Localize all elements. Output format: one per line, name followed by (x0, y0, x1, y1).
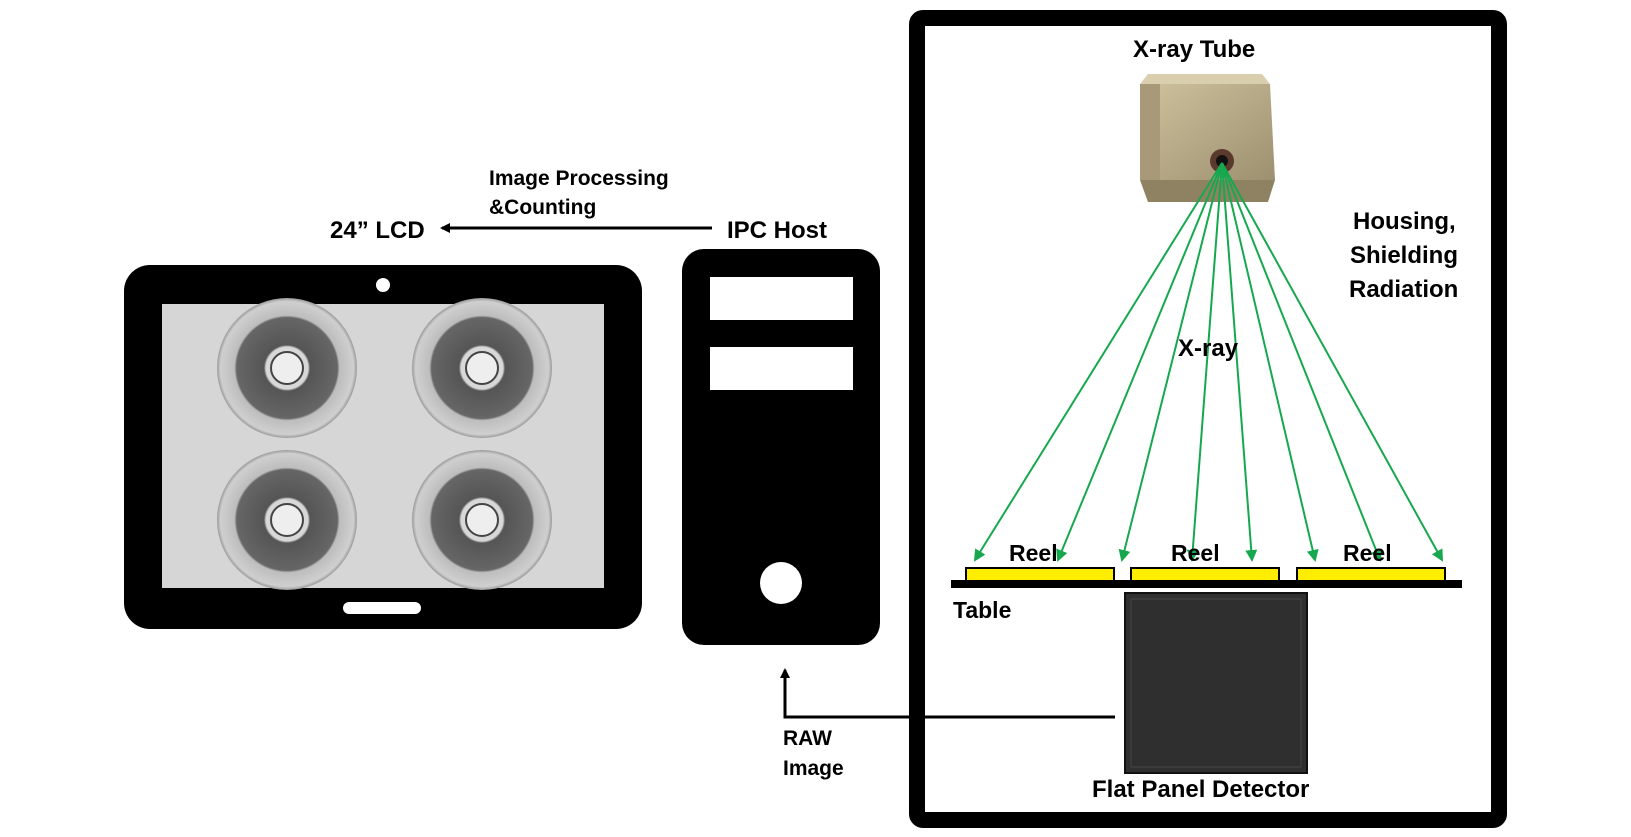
processing-label-2: &Counting (489, 196, 596, 219)
processing-label-1: Image Processing (489, 167, 669, 190)
housing-label-3: Radiation (1349, 276, 1458, 303)
raw-label-2: Image (783, 757, 844, 780)
reel-label-2: Reel (1171, 540, 1220, 566)
reel-3 (1296, 567, 1446, 583)
housing-frame (909, 10, 1507, 828)
flat-panel-detector-icon (1124, 592, 1308, 774)
xray-beams (973, 162, 1443, 562)
reel-label-3: Reel (1343, 540, 1392, 566)
detector-label: Flat Panel Detector (1092, 776, 1309, 803)
raw-image-arrow (780, 668, 1115, 719)
ipc-host-label: IPC Host (727, 217, 827, 244)
xray-tube-label: X-ray Tube (1133, 36, 1255, 63)
housing-label-2: Shielding (1350, 242, 1458, 269)
table-label: Table (953, 597, 1011, 623)
housing-label-1: Housing, (1353, 208, 1456, 235)
reel-1 (965, 567, 1115, 583)
reel-2 (1130, 567, 1280, 583)
lcd-label: 24” LCD (330, 217, 425, 244)
raw-label-1: RAW (783, 727, 832, 750)
xray-label: X-ray (1178, 335, 1239, 362)
tablet-icon (124, 265, 642, 629)
xray-tube-icon (1140, 74, 1275, 202)
table (951, 580, 1462, 588)
computer-tower-icon (682, 249, 880, 645)
screen-reel-images (217, 298, 552, 590)
reel-label-1: Reel (1009, 540, 1058, 566)
